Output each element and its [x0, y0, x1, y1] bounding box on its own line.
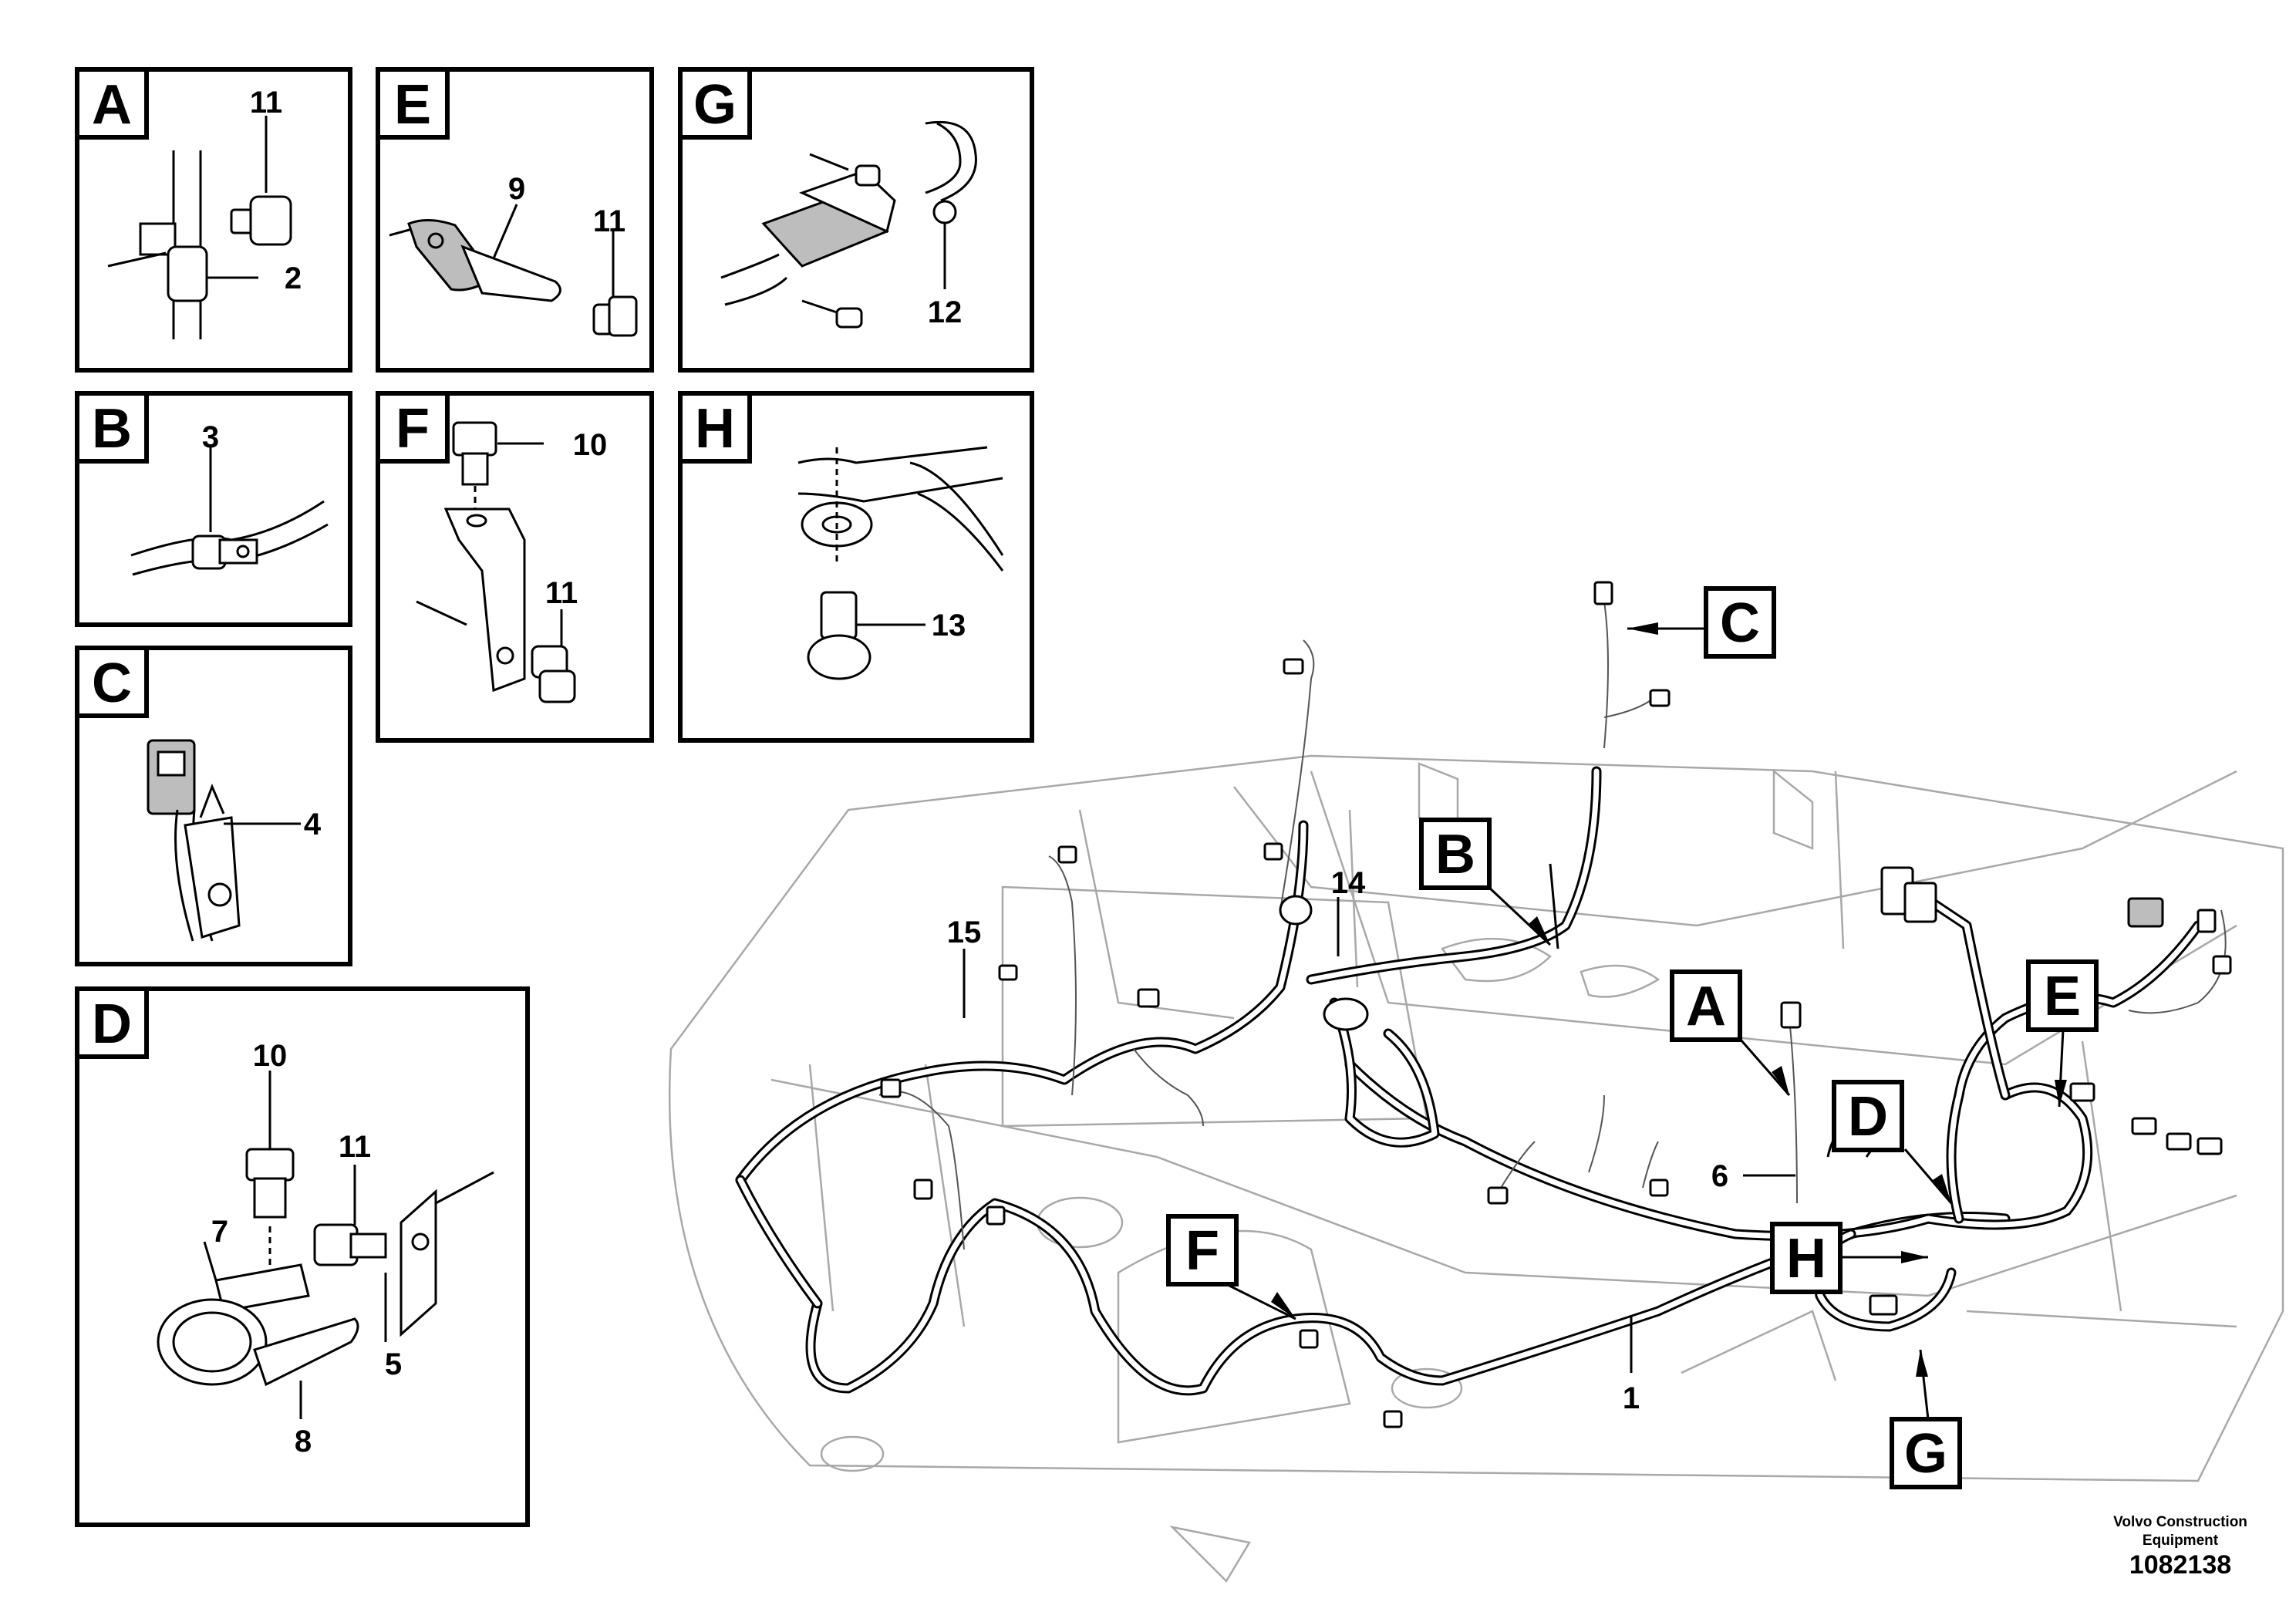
callout-d-11: 11	[339, 1130, 371, 1164]
main-callout-g: G	[1890, 1349, 1962, 1489]
footer-company: Volvo Construction Equipment	[2113, 1514, 2247, 1549]
panel-letter-c: C	[92, 653, 132, 714]
detail-panel-c: C 4	[75, 646, 352, 966]
main-callout-f-label: F	[1185, 1220, 1219, 1282]
callout-b-3: 3	[202, 420, 219, 454]
main-callout-b: B	[1419, 818, 1552, 946]
panel-letter-h: H	[695, 398, 735, 460]
panel-letter-f: F	[396, 398, 430, 460]
main-assembly: C B A E	[668, 581, 2284, 1583]
main-callout-6: 6	[1711, 1159, 1728, 1193]
detail-panel-f: F 10 11	[376, 391, 654, 743]
main-callout-1: 1	[1623, 1381, 1640, 1415]
detail-panel-d: D 10 11 7 5 8	[75, 986, 530, 1527]
detail-panel-h: H 13	[678, 391, 1034, 743]
main-callout-a: A	[1670, 969, 1791, 1096]
callout-d-10: 10	[253, 1039, 288, 1073]
callout-a-11: 11	[250, 86, 282, 120]
detail-panel-a: A 11 2	[75, 67, 352, 373]
callout-d-5: 5	[385, 1347, 402, 1381]
footer-drawing-code: 1082138	[2129, 1550, 2232, 1580]
callout-h-13: 13	[932, 609, 966, 642]
callout-d-7: 7	[211, 1215, 228, 1249]
main-callout-a-label: A	[1686, 976, 1726, 1037]
detail-panel-g: G 12	[678, 67, 1034, 373]
panel-letter-g: G	[693, 74, 737, 136]
callout-d-8: 8	[295, 1425, 312, 1458]
main-callout-h-label: H	[1786, 1228, 1826, 1290]
main-callout-g-label: G	[1904, 1423, 1947, 1485]
panel-letter-b: B	[92, 398, 132, 460]
main-callout-e-label: E	[2044, 966, 2081, 1027]
callout-f-11: 11	[545, 576, 578, 610]
callout-e-11: 11	[593, 204, 625, 238]
main-letter-callouts: C B A E	[1166, 586, 2099, 1489]
panel-letter-a: A	[92, 74, 132, 136]
main-callout-14: 14	[1331, 866, 1366, 900]
callout-c-4: 4	[304, 808, 322, 841]
callout-a-2: 2	[285, 261, 302, 295]
main-callout-h: H	[1770, 1222, 1928, 1294]
main-callout-b-label: B	[1435, 824, 1475, 885]
detail-panel-b: B 3	[75, 391, 352, 627]
main-callout-d: D	[1832, 1080, 1953, 1204]
callout-e-9: 9	[508, 172, 525, 206]
main-number-callouts: 15 14 6 1	[947, 866, 1795, 1415]
main-callout-f: F	[1166, 1214, 1296, 1320]
panel-letter-d: D	[92, 993, 132, 1055]
wiring-harness	[735, 601, 2227, 1396]
panel-letter-e: E	[394, 74, 431, 136]
callout-f-10: 10	[573, 428, 608, 462]
main-callout-c-label: C	[1720, 592, 1760, 654]
main-callout-e: E	[2026, 959, 2099, 1108]
main-callout-c: C	[1627, 586, 1776, 659]
main-callout-15: 15	[947, 916, 982, 949]
detail-panel-e: E 9 11	[376, 67, 654, 373]
callout-g-12: 12	[928, 295, 963, 329]
main-callout-d-label: D	[1848, 1086, 1888, 1148]
